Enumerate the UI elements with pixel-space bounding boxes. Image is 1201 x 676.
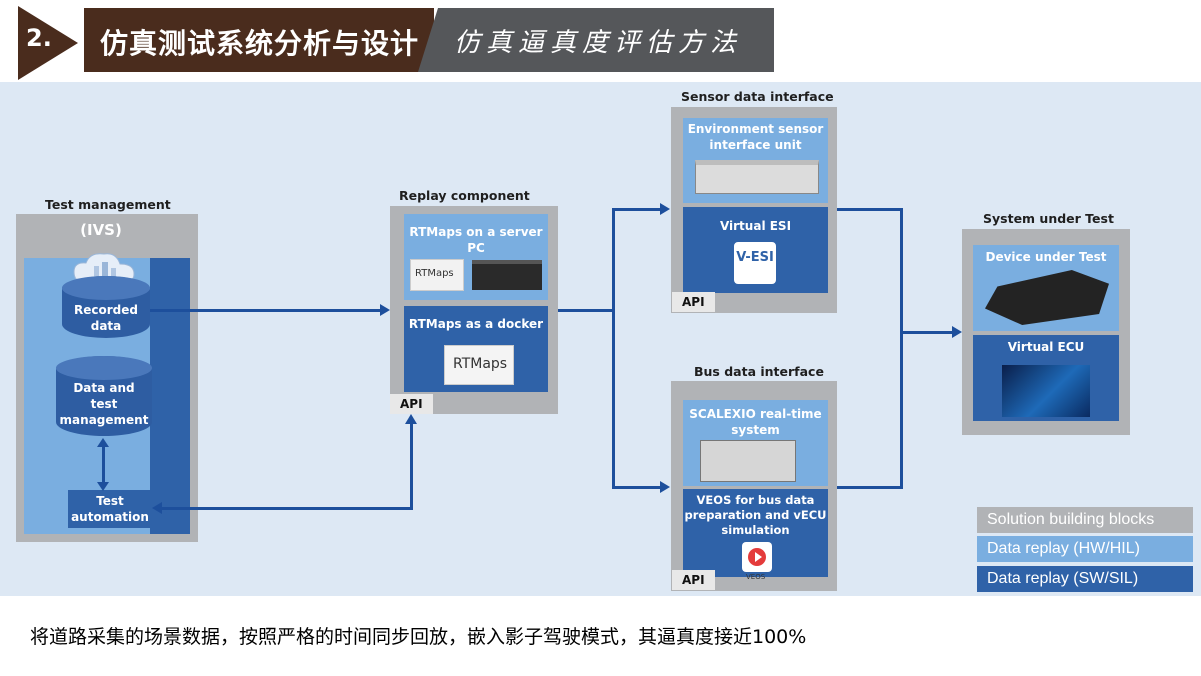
test-automation-box [68,490,152,528]
page-title: 仿真测试系统分析与设计 [100,27,420,60]
virtual-esi-label: Virtual ESI [719,219,792,233]
connector-api-vertical [410,424,413,510]
arrowhead-to-sensor [660,203,670,215]
header-subtitle-band [418,8,774,72]
rtmaps-docker-label: RTMaps as a docker [408,317,544,331]
rtmaps-server-label: RTMaps on a server PC [409,225,543,255]
veos-logo-icon [742,542,772,572]
sensor-interface-title: Sensor data interface [681,89,834,104]
virtual-ecu-label: Virtual ECU [1007,340,1085,354]
data-management-cylinder-top [56,356,152,380]
arrowhead-to-sut [952,326,962,338]
data-management-label: Data and test management [59,381,149,427]
ivs-sw-strip [150,258,190,534]
legend-item-building-blocks: Solution building blocks [977,507,1193,533]
connector-sensor-out [837,208,903,211]
esi-unit-image [695,160,819,194]
arrowhead-to-automation [152,502,162,514]
replay-api-label: API [390,394,433,414]
legend-item-hw-hil: Data replay (HW/HIL) [977,536,1193,562]
scalexio-image [700,440,796,482]
ivs-label: (IVS) [80,221,122,239]
section-number: 2. [26,24,52,52]
sensor-api-label: API [672,292,715,312]
code-visual-image [1002,365,1090,417]
recorded-data-cylinder-top [62,276,150,300]
connector-split-vertical [612,208,615,488]
arrowhead-down [97,482,109,491]
footer-caption: 将道路采集的场景数据，按照严格的时间同步回放，嵌入影子驾驶模式，其逼真度接近10… [30,626,807,648]
connector-to-sensor [612,208,662,211]
header-title-band [84,8,434,72]
replay-component-title: Replay component [399,188,530,203]
arrowhead-to-replay-api [405,414,417,424]
connector-replay-out [558,309,614,312]
connector-bus-out [837,486,903,489]
connector-automation-to-api [162,507,412,510]
legend-item-sw-sil: Data replay (SW/SIL) [977,566,1193,592]
device-under-test-label: Device under Test [985,250,1107,264]
env-sensor-label: Environment sensor interface unit [687,122,824,152]
connector-recorded-to-replay [150,309,382,312]
recorded-data-label: Recorded data [74,303,138,333]
rtmaps-docker-thumb: RTMaps [444,345,514,385]
veos-logo-text: VEOS [746,573,766,581]
header-arrow-shape [18,6,78,80]
connector-to-bus [612,486,662,489]
test-management-title: Test management [45,197,171,212]
arrowhead-up [97,438,109,447]
bus-interface-title: Bus data interface [694,364,824,379]
cloud-icon [73,253,135,283]
test-automation-label: Test automation [71,494,149,524]
v-esi-icon: V-ESI [732,240,778,286]
arrowhead-to-replay [380,304,390,316]
arrowhead-to-bus [660,481,670,493]
server-rack-image [472,260,542,290]
bus-api-label: API [672,570,715,590]
page-subtitle: 仿真逼真度评估方法 [454,28,743,58]
connector-data-automation [102,445,105,485]
rtmaps-screenshot-thumb: RTMaps [410,259,464,291]
sut-title: System under Test [983,211,1114,226]
connector-merge-vertical [900,208,903,489]
veos-label: VEOS for bus data preparation and vECU s… [684,493,827,537]
connector-to-sut [900,331,954,334]
scalexio-label: SCALEXIO real-time system [689,407,822,437]
